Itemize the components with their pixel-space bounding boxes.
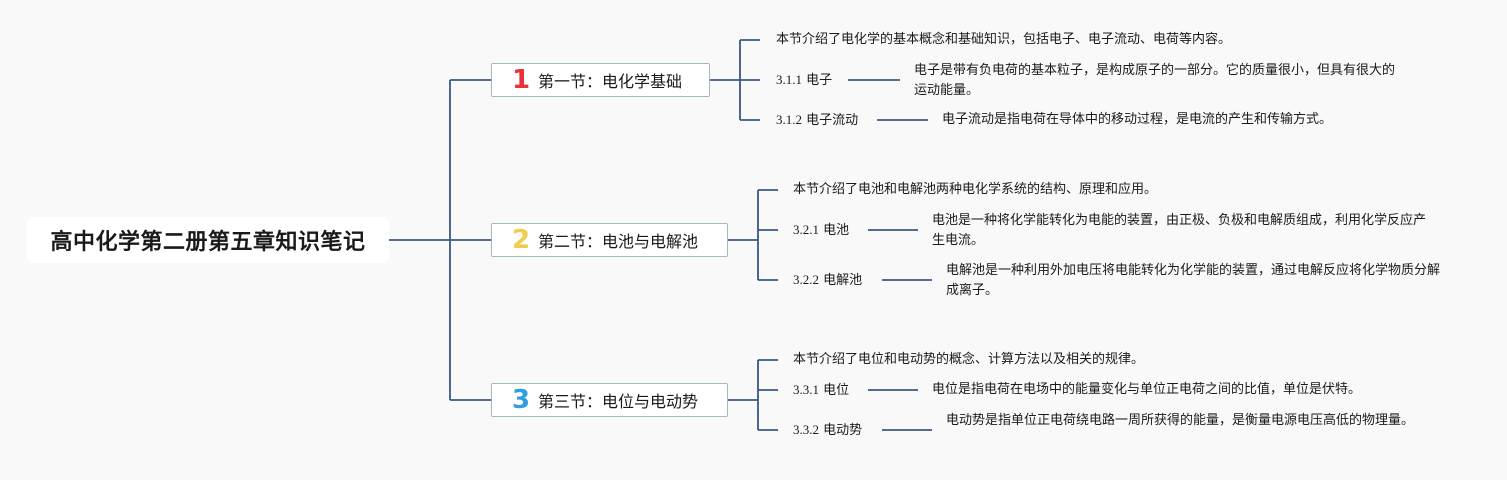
number-one-icon: 1 (511, 65, 531, 95)
section-title: 第二节：电池与电解池 (538, 232, 699, 251)
topic-number: 3.2.1 (793, 222, 819, 237)
section-1-node[interactable]: 1 第一节：电化学基础 (491, 63, 710, 97)
topic-3-1-2[interactable]: 3.1.2 电子流动 (776, 110, 858, 131)
topic-3-2-2-desc[interactable]: 电解池是一种利用外加电压将电能转化为化学能的装置，通过电解反应将化学物质分解成离… (946, 263, 1441, 298)
topic-3-2-1-desc[interactable]: 电池是一种将化学能转化为电能的装置，由正极、负极和电解质组成，利用化学反应产生电… (932, 213, 1427, 248)
topic-3-2-2[interactable]: 3.2.2 电解池 (793, 270, 862, 291)
topic-name: 电动势 (823, 423, 863, 438)
section-2-intro[interactable]: 本节介绍了电池和电解池两种电化学系统的结构、原理和应用。 (793, 182, 1158, 197)
section-1-intro[interactable]: 本节介绍了电化学的基本概念和基础知识，包括电子、电子流动、电荷等内容。 (776, 32, 1232, 47)
section-title: 第三节：电位与电动势 (538, 392, 699, 411)
topic-3-3-1-desc[interactable]: 电位是指电荷在电场中的能量变化与单位正电荷之间的比值，单位是伏特。 (932, 382, 1362, 397)
root-topic[interactable]: 高中化学第二册第五章知识笔记 (27, 217, 389, 263)
topic-number: 3.3.2 (793, 422, 819, 437)
topic-number: 3.2.2 (793, 272, 819, 287)
section-title: 第一节：电化学基础 (538, 72, 683, 91)
topic-number: 3.3.1 (793, 382, 819, 397)
section-3-intro[interactable]: 本节介绍了电位和电动势的概念、计算方法以及相关的规律。 (793, 352, 1145, 367)
topic-name: 电位 (823, 383, 850, 398)
topic-3-3-1[interactable]: 3.3.1 电位 (793, 380, 849, 401)
topic-name: 电池 (823, 223, 850, 238)
section-2-node[interactable]: 2 第二节：电池与电解池 (491, 223, 728, 257)
number-two-icon: 2 (511, 225, 531, 255)
topic-number: 3.1.2 (776, 112, 802, 127)
topic-3-1-1[interactable]: 3.1.1 电子 (776, 70, 832, 91)
topic-3-3-2[interactable]: 3.3.2 电动势 (793, 420, 862, 441)
section-3-node[interactable]: 3 第三节：电位与电动势 (491, 383, 728, 417)
topic-3-2-1[interactable]: 3.2.1 电池 (793, 220, 849, 241)
topic-number: 3.1.1 (776, 72, 802, 87)
topic-name: 电解池 (823, 273, 863, 288)
topic-3-1-1-desc[interactable]: 电子是带有负电荷的基本粒子，是构成原子的一部分。它的质量很小，但具有很大的运动能… (914, 63, 1396, 98)
number-three-icon: 3 (511, 385, 531, 415)
topic-name: 电子流动 (806, 113, 859, 128)
topic-3-3-2-desc[interactable]: 电动势是指单位正电荷绕电路一周所获得的能量，是衡量电源电压高低的物理量。 (946, 413, 1415, 428)
topic-3-1-2-desc[interactable]: 电子流动是指电荷在导体中的移动过程，是电流的产生和传输方式。 (942, 112, 1333, 127)
topic-name: 电子 (806, 73, 833, 88)
